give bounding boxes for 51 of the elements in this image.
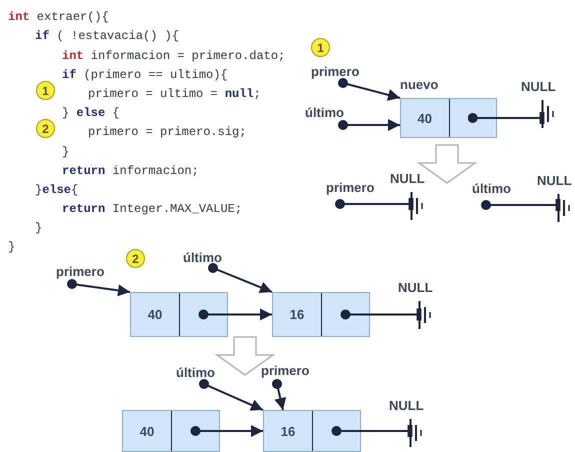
step-number-badge: 2 — [126, 249, 145, 268]
pointer-label: último — [472, 181, 511, 196]
list-node-box — [122, 410, 220, 452]
code-line: } — [8, 240, 16, 255]
step-number-badge: 2 — [36, 119, 55, 138]
null-label: NULL — [389, 398, 424, 413]
list-node-box — [263, 410, 361, 452]
pointer-arrow — [198, 308, 272, 320]
step-number-badge: 1 — [36, 81, 55, 100]
code-line: if (primero == ultimo){ — [62, 68, 228, 83]
code-line: int informacion = primero.dato; — [62, 49, 286, 64]
null-label: NULL — [398, 280, 433, 295]
code-line: return informacion; — [62, 164, 199, 179]
pointer-arrow — [199, 379, 264, 411]
node-value: 40 — [401, 99, 450, 137]
null-label: NULL — [537, 173, 572, 188]
null-label: NULL — [521, 79, 556, 94]
code-line: } — [35, 221, 42, 236]
code-line: return Integer.MAX_VALUE; — [62, 202, 242, 217]
pointer-label: primero — [326, 180, 374, 195]
code-line: }else{ — [35, 183, 78, 198]
node-value: 40 — [131, 293, 180, 336]
code-line: primero = primero.sig; — [88, 125, 246, 140]
node-value: 40 — [123, 411, 172, 451]
list-node-box — [272, 292, 370, 337]
transition-arrow — [416, 144, 478, 184]
code-line: primero = ultimo = null; — [88, 87, 261, 102]
list-node-box — [400, 98, 497, 138]
pointer-arrow — [338, 78, 400, 101]
pointer-arrow — [338, 119, 400, 131]
pointer-label: último — [176, 365, 215, 380]
node-caption: nuevo — [400, 77, 438, 92]
null-label: NULL — [390, 171, 425, 186]
pointer-label: primero — [261, 363, 310, 378]
code-line: int extraer(){ — [8, 10, 109, 25]
node-value: 16 — [273, 293, 322, 336]
code-line: } — [62, 145, 70, 160]
node-value: 16 — [264, 411, 313, 451]
pointer-label: primero — [311, 64, 360, 79]
step-number-badge: 1 — [311, 38, 330, 57]
pointer-label: primero — [56, 264, 104, 279]
pointer-arrow — [190, 425, 263, 437]
code-line: if ( !estavacia() ){ — [35, 29, 180, 44]
pointer-label: último — [183, 250, 222, 265]
pointer-arrow — [208, 263, 272, 294]
transition-arrow — [214, 336, 276, 376]
list-node-box — [130, 292, 228, 337]
code-line: } else { — [62, 106, 120, 121]
pointer-arrow — [272, 379, 286, 410]
pointer-arrow — [67, 279, 130, 296]
pointer-label: último — [305, 105, 344, 120]
